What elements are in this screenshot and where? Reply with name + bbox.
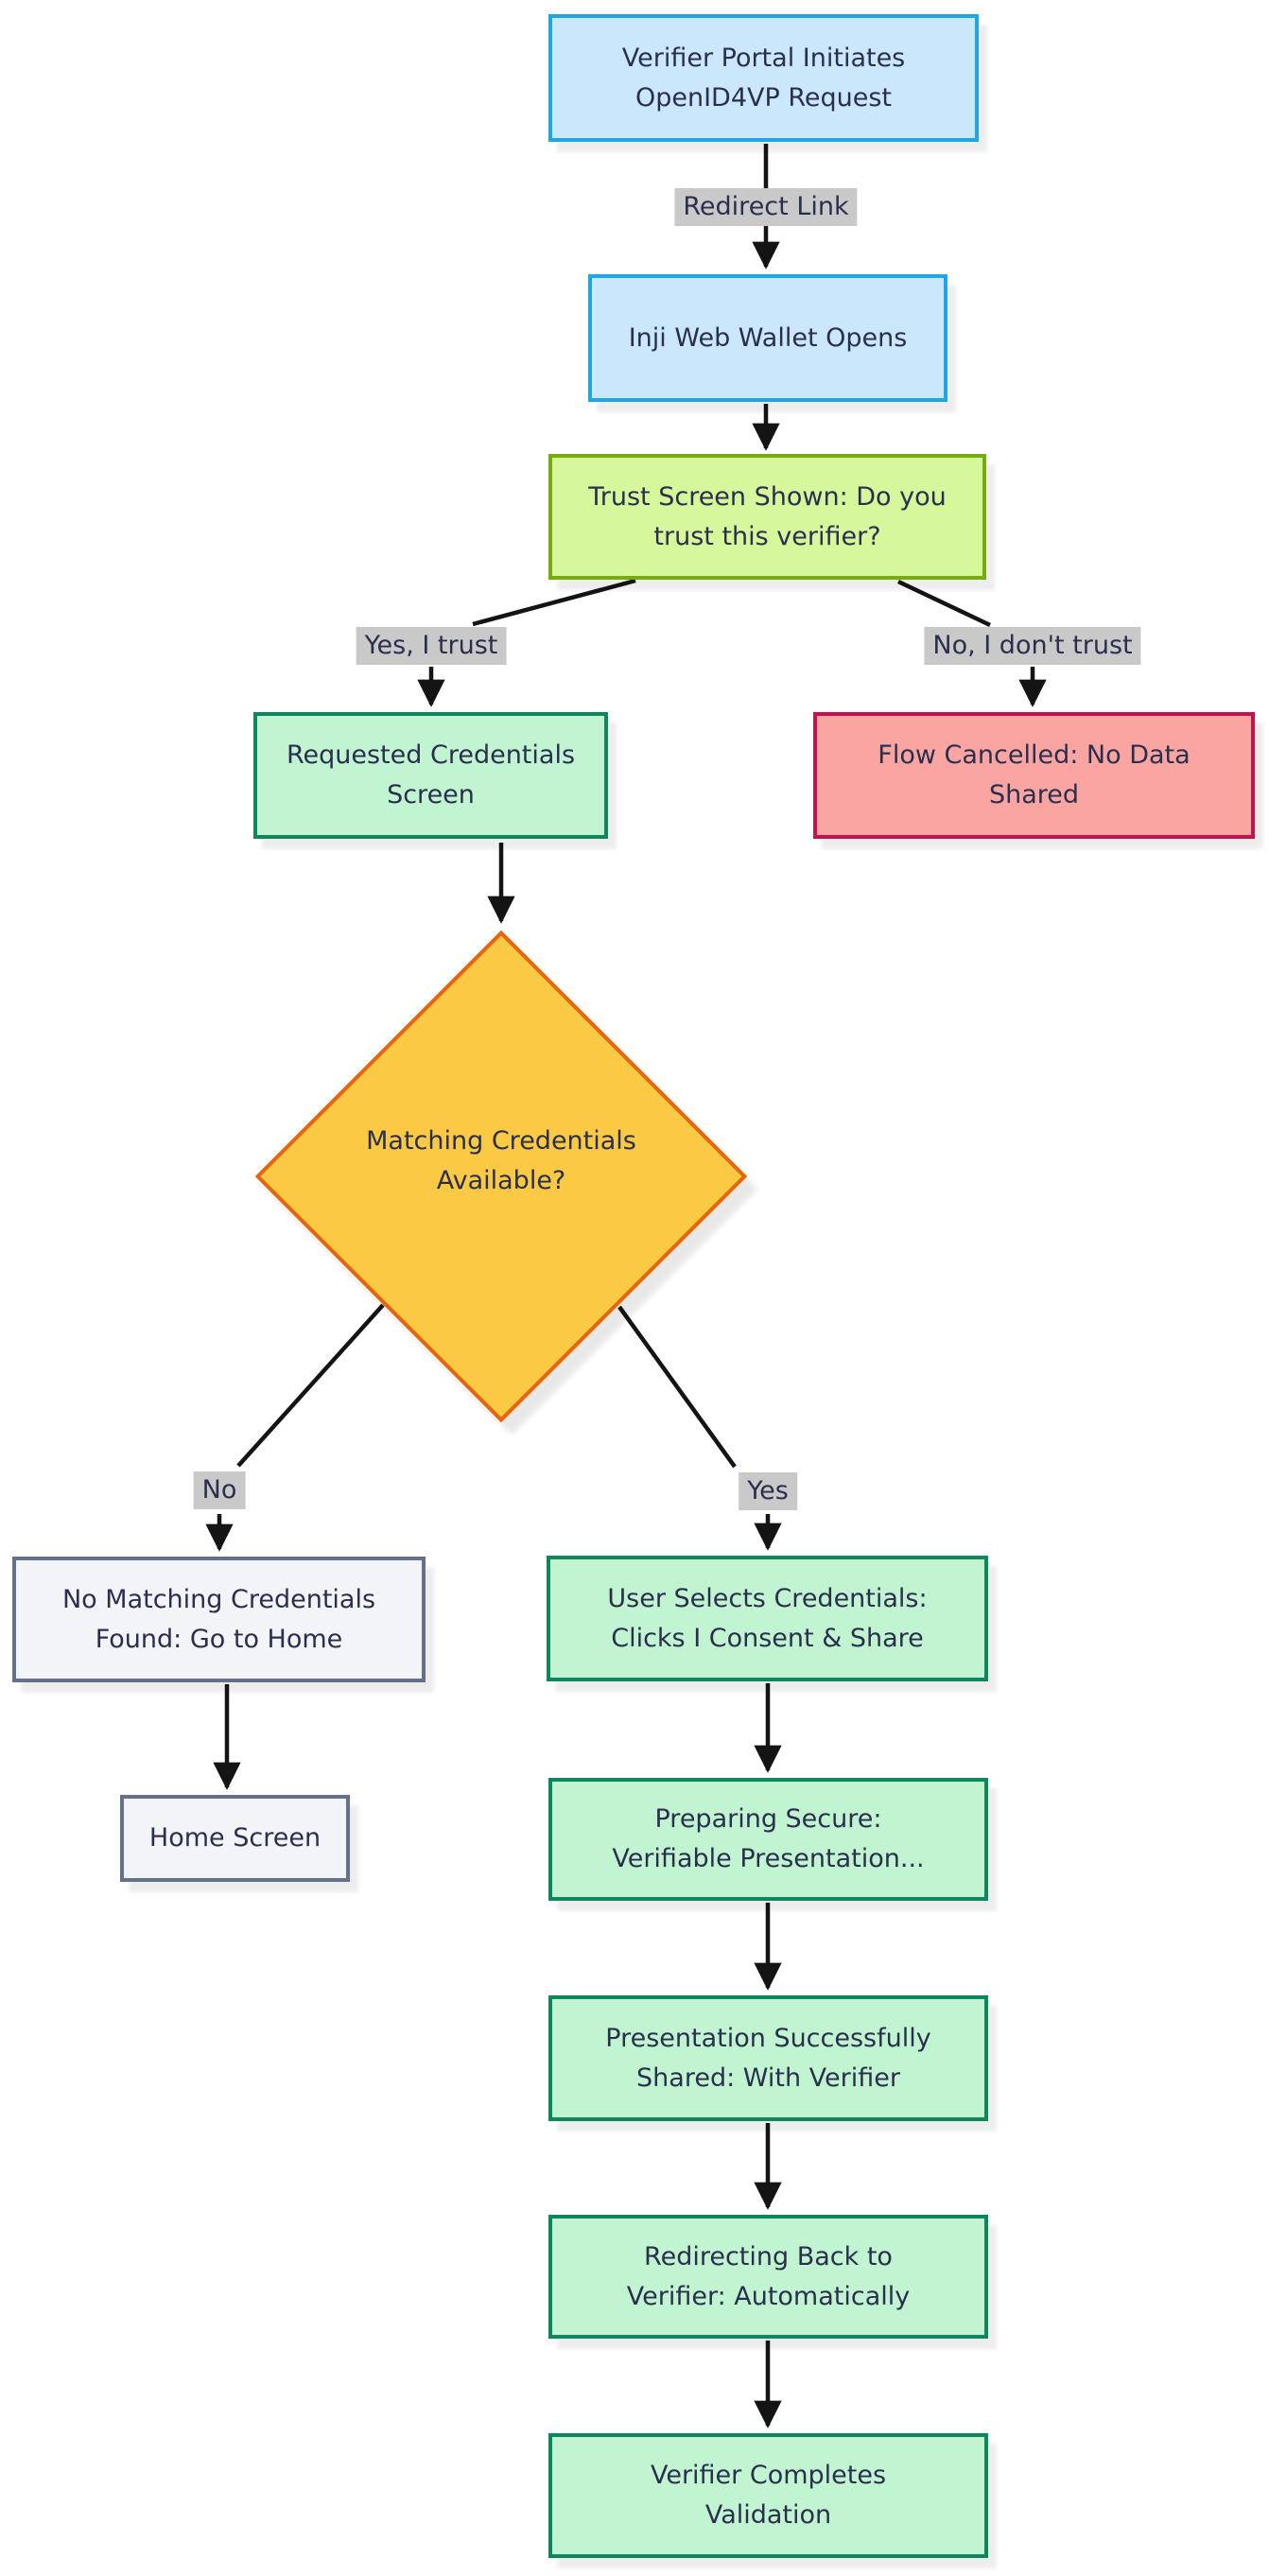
node-user-selects-credentials: User Selects Credentials: Clicks I Conse…	[547, 1556, 988, 1681]
node-verifier-portal: Verifier Portal Initiates OpenID4VP Requ…	[548, 14, 979, 142]
node-label: Requested Credentials Screen	[286, 740, 576, 809]
node-label: Trust Screen Shown: Do you trust this ve…	[588, 481, 947, 551]
node-label: User Selects Credentials: Clicks I Conse…	[607, 1583, 928, 1653]
edge-label-no-i-dont-trust: No, I don't trust	[924, 627, 1141, 665]
edge-label-redirect-link: Redirect Link	[674, 188, 858, 226]
node-label: Inji Web Wallet Opens	[628, 322, 908, 353]
node-preparing-secure: Preparing Secure: Verifiable Presentatio…	[548, 1778, 988, 1901]
node-label: Verifier Portal Initiates OpenID4VP Requ…	[621, 43, 906, 113]
edge-label-no: No	[193, 1471, 246, 1509]
node-presentation-shared: Presentation Successfully Shared: With V…	[548, 1995, 988, 2121]
node-label: Presentation Successfully Shared: With V…	[605, 2023, 931, 2093]
edge-decision-no-diagonal	[236, 1303, 385, 1468]
edge-trust-no-diagonal	[897, 579, 991, 628]
node-redirecting-back: Redirecting Back to Verifier: Automatica…	[548, 2215, 988, 2339]
edge-trust-yes-diagonal	[472, 578, 636, 627]
decision-matching-credentials: Matching Credentials Available?	[254, 930, 748, 1423]
node-home-screen: Home Screen	[120, 1795, 350, 1882]
node-label: Matching Credentials Available?	[366, 1126, 636, 1195]
edge-label-yes: Yes	[739, 1472, 797, 1510]
node-verifier-completes-validation: Verifier Completes Validation	[548, 2433, 988, 2558]
node-label: No Matching Credentials Found: Go to Hom…	[61, 1584, 376, 1654]
node-requested-credentials-screen: Requested Credentials Screen	[253, 712, 608, 839]
node-trust-screen: Trust Screen Shown: Do you trust this ve…	[548, 454, 986, 580]
node-no-matching-credentials: No Matching Credentials Found: Go to Hom…	[12, 1557, 426, 1682]
edge-label-yes-i-trust: Yes, I trust	[356, 627, 507, 665]
edge-decision-yes-diagonal	[617, 1305, 737, 1469]
node-label: Redirecting Back to Verifier: Automatica…	[626, 2241, 911, 2311]
node-flow-cancelled: Flow Cancelled: No Data Shared	[813, 712, 1255, 839]
node-inji-web-wallet-opens: Inji Web Wallet Opens	[588, 274, 947, 402]
node-label: Flow Cancelled: No Data Shared	[878, 740, 1191, 809]
node-label: Preparing Secure: Verifiable Presentatio…	[612, 1804, 925, 1873]
node-label: Home Screen	[148, 1823, 322, 1853]
node-label: Verifier Completes Validation	[650, 2461, 887, 2530]
